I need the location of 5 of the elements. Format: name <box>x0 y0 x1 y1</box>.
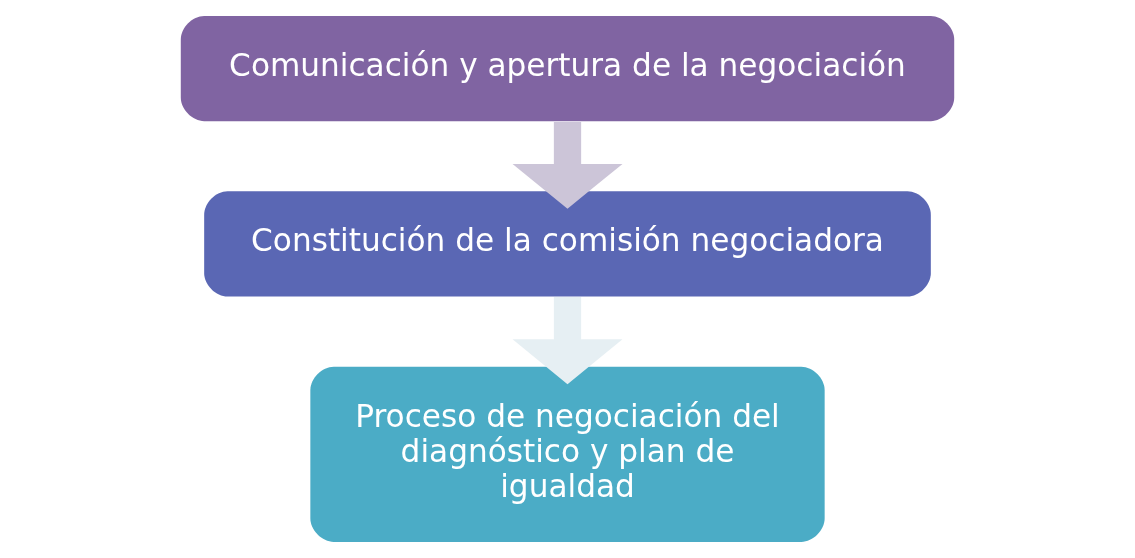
arrow <box>512 122 623 209</box>
node-box: Proceso de negociación del diagnóstico y plan de igualdad <box>310 366 825 542</box>
node-box: Comunicación y apertura de la negociación <box>180 16 955 122</box>
node-box: Constitución de la comisión negociadora <box>204 191 931 297</box>
arrow <box>512 296 623 385</box>
